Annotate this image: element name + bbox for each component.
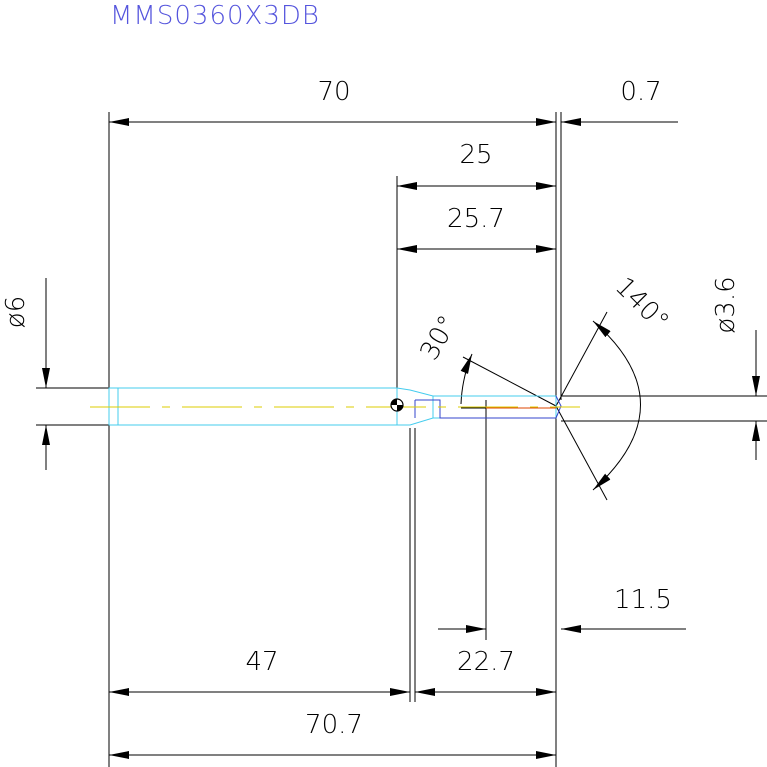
tool-tip-inner — [415, 399, 556, 419]
label-neck-length: 22.7 — [457, 647, 515, 677]
label-tip-offset: 0.7 — [620, 77, 661, 107]
angle-dimensions — [460, 311, 641, 501]
label-total-length: 70.7 — [305, 710, 363, 740]
label-chamfer-angle: 30° — [415, 311, 464, 366]
center-mark-icon — [390, 398, 404, 412]
label-point-angle: 140° — [609, 272, 675, 338]
extension-lines — [36, 112, 767, 767]
label-tip-section: 11.5 — [614, 585, 672, 615]
label-shank-dia: ø6 — [1, 296, 31, 328]
label-shank-length: 47 — [245, 647, 278, 677]
label-tip-dia: ø3.6 — [711, 276, 741, 333]
label-flute-length: 25 — [459, 140, 492, 170]
arc-30 — [460, 353, 473, 405]
tool-point — [555, 395, 562, 419]
dimension-lines — [42, 118, 760, 759]
label-overall-length: 70 — [317, 77, 350, 107]
drawing-title: MMS0360X3DB — [110, 1, 320, 31]
tool-outline — [90, 387, 580, 426]
arc-140 — [592, 320, 641, 491]
label-flute-total: 25.7 — [447, 204, 505, 234]
